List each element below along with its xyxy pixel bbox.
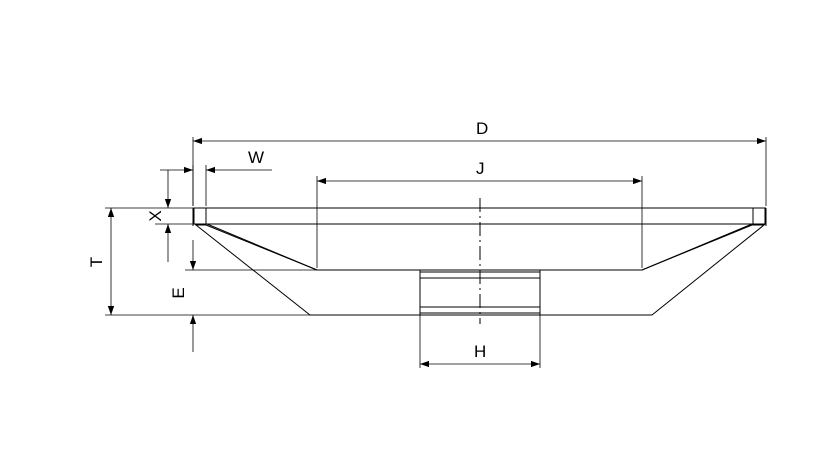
label-d: D <box>476 119 488 138</box>
abrasive-layer-left <box>193 207 207 225</box>
dimension-t: T <box>87 207 310 316</box>
dimension-j: J <box>316 159 643 268</box>
dimension-e: E <box>169 240 317 352</box>
label-t: T <box>87 257 106 267</box>
abrasive-layer-right <box>752 207 766 225</box>
label-x: X <box>146 210 165 221</box>
dimension-x: X <box>146 170 193 262</box>
label-j: J <box>476 159 485 178</box>
label-e: E <box>169 287 188 298</box>
dimension-h: H <box>419 315 541 368</box>
label-h: H <box>474 342 486 361</box>
dimension-d: D <box>192 119 767 206</box>
label-w: W <box>248 148 264 167</box>
dimension-w: W <box>160 148 272 206</box>
